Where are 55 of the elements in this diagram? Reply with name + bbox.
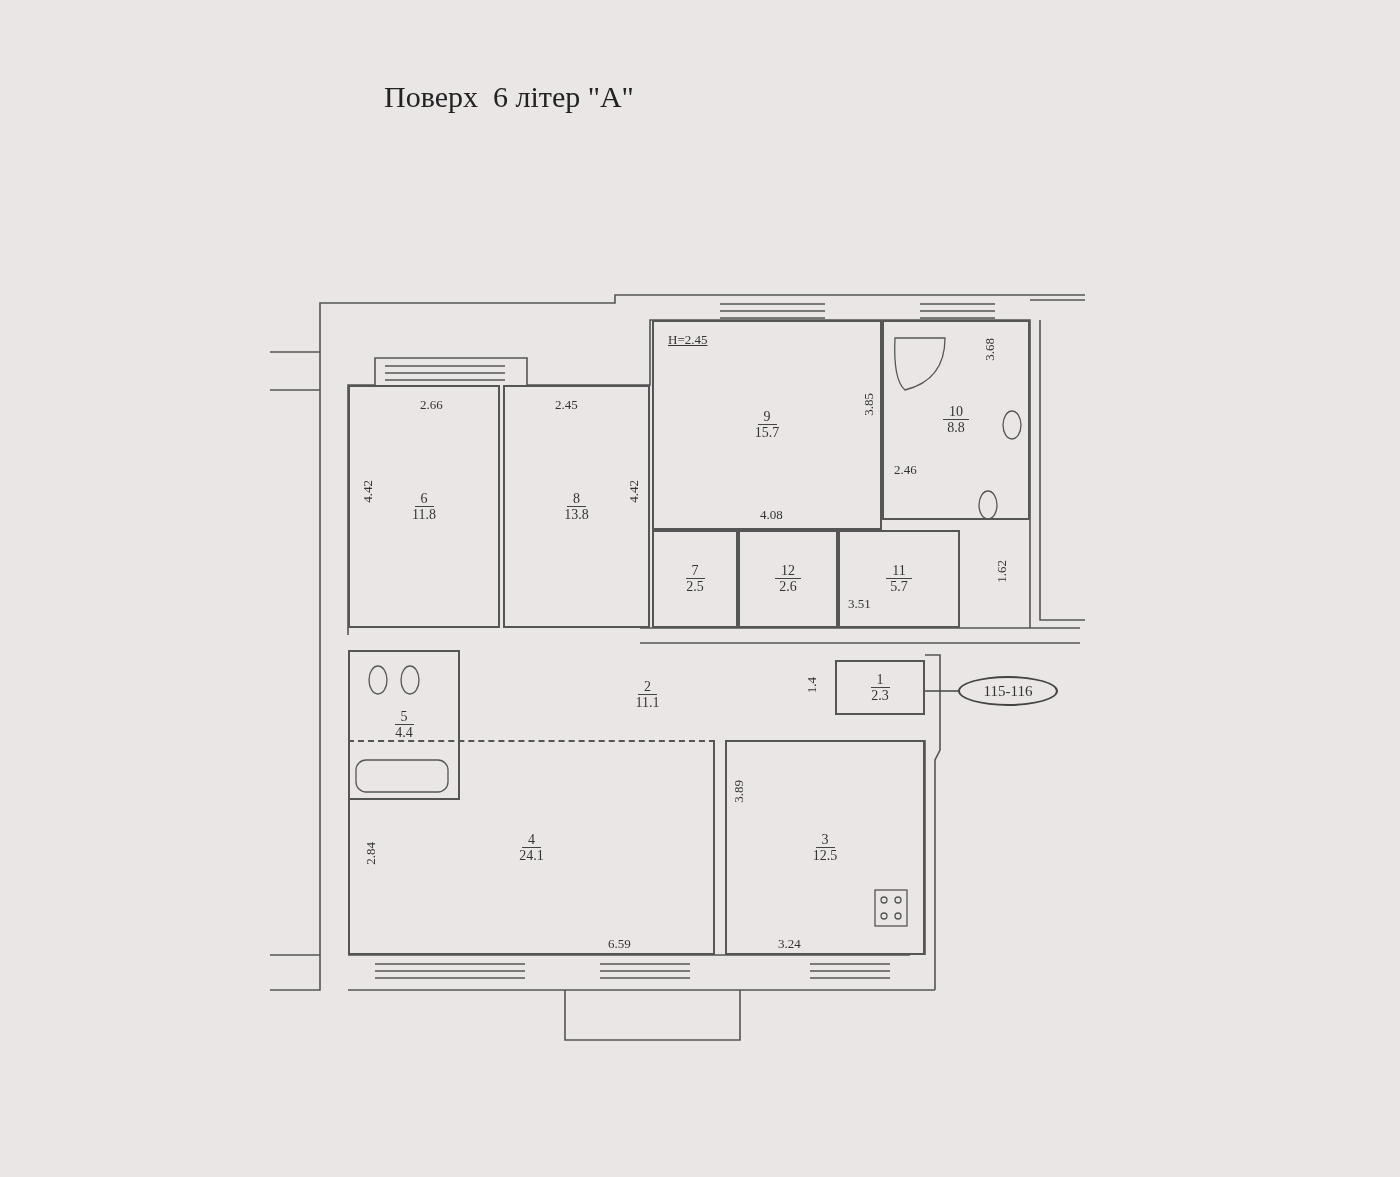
room-number: 10 <box>943 404 969 420</box>
room-number: 1 <box>870 671 890 688</box>
dimension-label: 1.62 <box>995 560 1009 583</box>
room-area: 11.8 <box>412 506 436 523</box>
dimension-label: 2.66 <box>420 398 443 412</box>
room-number: 3 <box>815 831 835 848</box>
room-area: 2.3 <box>871 687 889 704</box>
dimension-label: 4.42 <box>361 480 375 503</box>
room-outline <box>503 385 650 628</box>
dimension-label: 3.24 <box>778 937 801 951</box>
room-area: 11.1 <box>635 695 660 711</box>
room-area: 8.8 <box>947 420 965 436</box>
plan-title: Поверх 6 літер "А" <box>384 80 634 114</box>
room-outline <box>838 530 960 628</box>
room-outline <box>725 740 925 955</box>
dimension-label: 3.89 <box>732 780 746 803</box>
dimension-label: 3.51 <box>848 597 871 611</box>
dimension-label: 1.4 <box>805 677 819 694</box>
room-number: 7 <box>685 563 705 579</box>
room-outline <box>652 320 882 530</box>
room-outline <box>348 650 460 800</box>
callout-ellipse <box>958 676 1058 706</box>
ceiling-height-label: H=2.45 <box>668 333 708 347</box>
dimension-label: 4.42 <box>627 480 641 503</box>
room-number: 8 <box>567 490 586 507</box>
room-number: 11 <box>886 563 912 579</box>
dimension-label: 4.08 <box>760 508 783 522</box>
room-number: 12 <box>775 563 801 579</box>
room-area: 2.5 <box>686 579 704 595</box>
room-number: 5 <box>394 709 414 725</box>
room-number: 6 <box>414 490 434 507</box>
room-outline <box>738 530 838 628</box>
dimension-label: 2.84 <box>364 842 378 865</box>
room-area: 24.1 <box>519 847 544 864</box>
room-outline <box>652 530 738 628</box>
room-number: 4 <box>522 831 541 848</box>
room-area: 2.6 <box>779 579 797 595</box>
room-area: 13.8 <box>564 506 589 523</box>
dimension-label: 3.68 <box>983 338 997 361</box>
room-number: 2 <box>638 679 657 695</box>
callout-text: 115-116 <box>983 682 1033 700</box>
dimension-label: 3.85 <box>862 393 876 416</box>
dimension-label: 2.45 <box>555 398 578 412</box>
dimension-label: 2.46 <box>894 463 917 477</box>
room-area: 5.7 <box>890 579 908 595</box>
room-number: 9 <box>757 409 777 425</box>
leader-line <box>924 690 959 692</box>
dimension-label: 6.59 <box>608 937 631 951</box>
room-outline <box>835 660 925 715</box>
room-outline <box>882 320 1030 520</box>
room-outline <box>348 385 500 628</box>
room-area: 4.4 <box>395 725 413 741</box>
room-outline <box>348 740 715 955</box>
room-area: 15.7 <box>754 425 780 441</box>
room-area: 12.5 <box>812 847 838 864</box>
